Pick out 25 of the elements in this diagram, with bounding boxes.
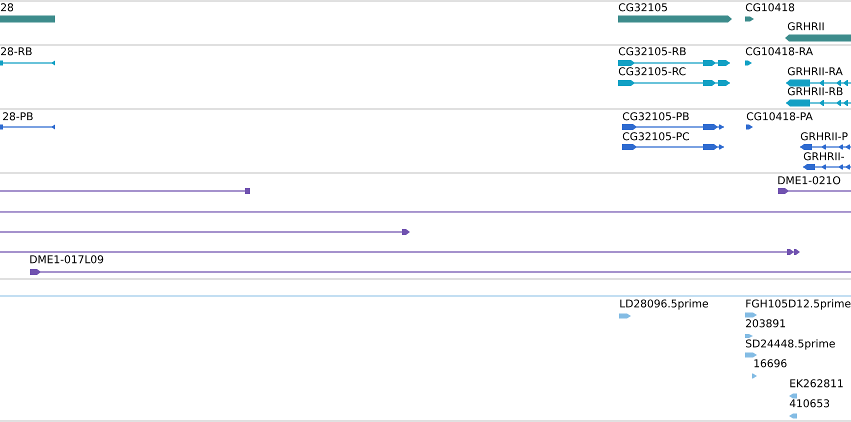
feature-label: CG32105-RB bbox=[618, 47, 686, 56]
feature-label: CG32105 bbox=[618, 3, 667, 12]
feature-label: GRHRII- bbox=[804, 152, 844, 160]
feature-label: CG32105-PB bbox=[622, 112, 689, 120]
feature-label: CG10418 bbox=[746, 3, 794, 12]
feature-label: GRHRII-RA bbox=[788, 67, 843, 76]
feature-label: 28-RB bbox=[1, 47, 32, 56]
feature-label: GRHRII-RB bbox=[788, 87, 842, 96]
feature-label: 28-PB bbox=[3, 112, 33, 120]
feature-label: CG10418-RA bbox=[746, 47, 813, 56]
feature-label: LD28096.5prime bbox=[620, 299, 708, 310]
feature-label: EK262811 bbox=[790, 379, 843, 388]
feature-label: SD24448.5prime bbox=[746, 339, 835, 350]
feature-label: CG10418-PA bbox=[746, 112, 813, 120]
feature-label: DME1-021O bbox=[778, 176, 840, 184]
feature-label: FGH105D12.5prime bbox=[746, 299, 851, 310]
feature-label: 28 bbox=[1, 3, 14, 12]
feature-label: GRHRII-P bbox=[800, 132, 848, 140]
feature-label: DME1-017L09 bbox=[30, 255, 104, 264]
feature-label: CG32105-RC bbox=[618, 67, 686, 76]
feature-label: GRHRII bbox=[788, 22, 824, 30]
feature-label: 16696 bbox=[754, 359, 787, 368]
feature-label: 203891 bbox=[746, 319, 785, 328]
feature-label: CG32105-PC bbox=[622, 132, 690, 140]
feature-label: 410653 bbox=[790, 399, 830, 408]
